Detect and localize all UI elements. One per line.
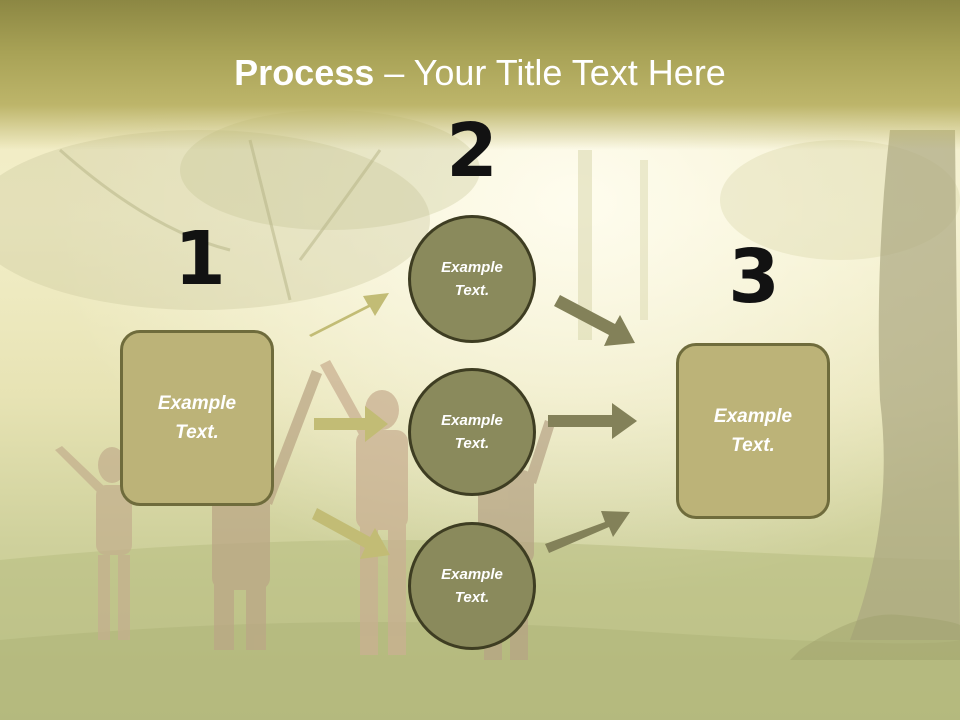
step-3-number: 3	[728, 234, 780, 320]
arrow-1-to-2c	[312, 508, 390, 559]
step-2-circle-2: Example Text.	[408, 368, 536, 496]
arrow-2b-to-3	[548, 403, 637, 439]
step-3-box: Example Text.	[676, 343, 830, 519]
step-2-circle-3: Example Text.	[408, 522, 536, 650]
arrow-2a-to-3	[554, 295, 635, 346]
title-rest: – Your Title Text Here	[374, 52, 726, 93]
arrow-1-to-2b	[314, 406, 388, 442]
step-2-circle-1-text: Example Text.	[441, 259, 503, 299]
step-2-number: 2	[446, 108, 498, 194]
step-2-circle-1: Example Text.	[408, 215, 536, 343]
slide-title: Process – Your Title Text Here	[0, 52, 960, 94]
step-1-text: Example Text.	[157, 393, 237, 443]
title-bold: Process	[234, 52, 375, 93]
step-2-circle-2-text: Example Text.	[441, 412, 503, 452]
step-3-text: Example Text.	[713, 406, 793, 456]
step-1-number: 1	[174, 216, 226, 302]
arrow-1-to-2a	[309, 293, 389, 337]
step-1-box: Example Text.	[120, 330, 274, 506]
step-2-circle-3-text: Example Text.	[441, 566, 503, 606]
title-bar	[0, 0, 960, 150]
arrow-2c-to-3	[545, 511, 630, 553]
